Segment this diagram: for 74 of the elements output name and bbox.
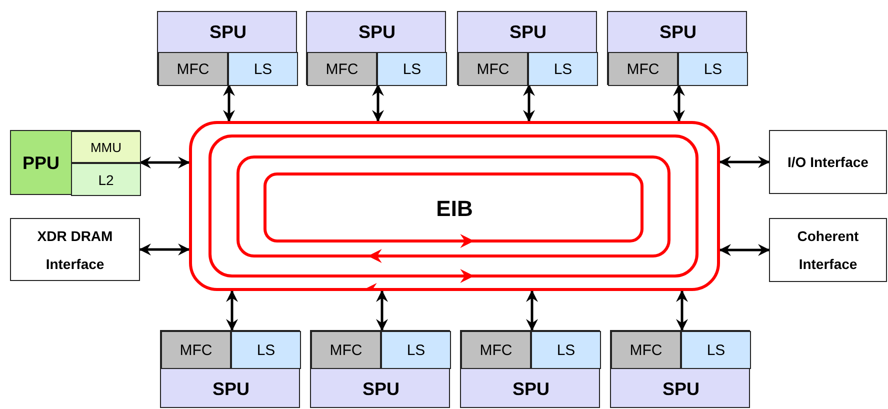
node-label: SPU [211, 378, 250, 400]
node-label: SPU [357, 20, 396, 44]
unit-cell [678, 52, 748, 86]
arrow [719, 244, 770, 256]
arrow [523, 84, 535, 122]
node-label: SPU [361, 378, 400, 400]
node-label: XDR DRAM Interface [36, 226, 114, 274]
node-label: MFC [626, 60, 660, 80]
node-label: SPU [508, 20, 548, 44]
arrow [139, 156, 190, 168]
node-label: MMU [89, 138, 123, 156]
arrow [719, 156, 770, 168]
unit-cell [228, 52, 298, 86]
processor-box [10, 130, 140, 195]
arrow [223, 84, 235, 122]
arrow [376, 290, 388, 331]
unit-cell [161, 331, 231, 369]
node-label: SPU [511, 378, 550, 400]
node-label: MFC [628, 340, 664, 360]
bus-label: EIB [435, 195, 474, 223]
node-label: LS [702, 60, 724, 80]
node-label: LS [556, 340, 576, 360]
processor-box [306, 11, 446, 85]
unit-cell [377, 52, 447, 86]
arrow [676, 290, 688, 331]
arrow [526, 290, 538, 331]
node-label: LS [256, 340, 276, 360]
arrow [372, 84, 384, 122]
unit-cell [531, 331, 601, 369]
node-label: MFC [476, 60, 510, 80]
arrow [673, 84, 685, 122]
node-label: MFC [178, 340, 214, 360]
unit-cell [307, 52, 377, 86]
interface-box [769, 130, 887, 194]
node-label: LS [552, 60, 574, 80]
unit-cell [458, 52, 528, 86]
node-label: PPU [21, 152, 60, 175]
node-label: MFC [176, 60, 210, 80]
unit-cell [461, 331, 531, 369]
ring-bus [189, 121, 720, 291]
node-label: Coherent Interface [796, 227, 860, 274]
interface-box [769, 218, 887, 282]
arrow [139, 244, 190, 256]
processor-box [457, 11, 597, 85]
processor-box [610, 330, 750, 408]
unit-cell [528, 52, 598, 86]
processor-box [160, 330, 300, 408]
node-label: SPU [658, 20, 698, 44]
node-label: LS [402, 60, 422, 80]
processor-box [460, 330, 600, 408]
unit-cell [158, 52, 228, 86]
unit-cell [71, 163, 141, 196]
node-label: LS [252, 60, 274, 80]
unit-cell [681, 331, 751, 369]
node-label: LS [706, 340, 726, 360]
unit-cell [381, 331, 451, 369]
node-label: MFC [478, 340, 514, 360]
node-label: SPU [661, 378, 700, 400]
node-label: MFC [328, 340, 364, 360]
interface-box [10, 218, 140, 281]
unit-cell [611, 331, 681, 369]
unit-cell [311, 331, 381, 369]
processor-box [157, 11, 297, 85]
processor-box [607, 11, 747, 85]
unit-cell [71, 131, 141, 163]
node-label: MFC [324, 60, 360, 80]
processor-box [310, 330, 450, 408]
unit-cell [231, 331, 301, 369]
node-label: LS [406, 340, 426, 360]
unit-cell [608, 52, 678, 86]
node-label: SPU [208, 20, 248, 44]
node-label: I/O Interface [786, 153, 870, 172]
arrow [226, 290, 238, 331]
node-label: L2 [97, 170, 115, 190]
